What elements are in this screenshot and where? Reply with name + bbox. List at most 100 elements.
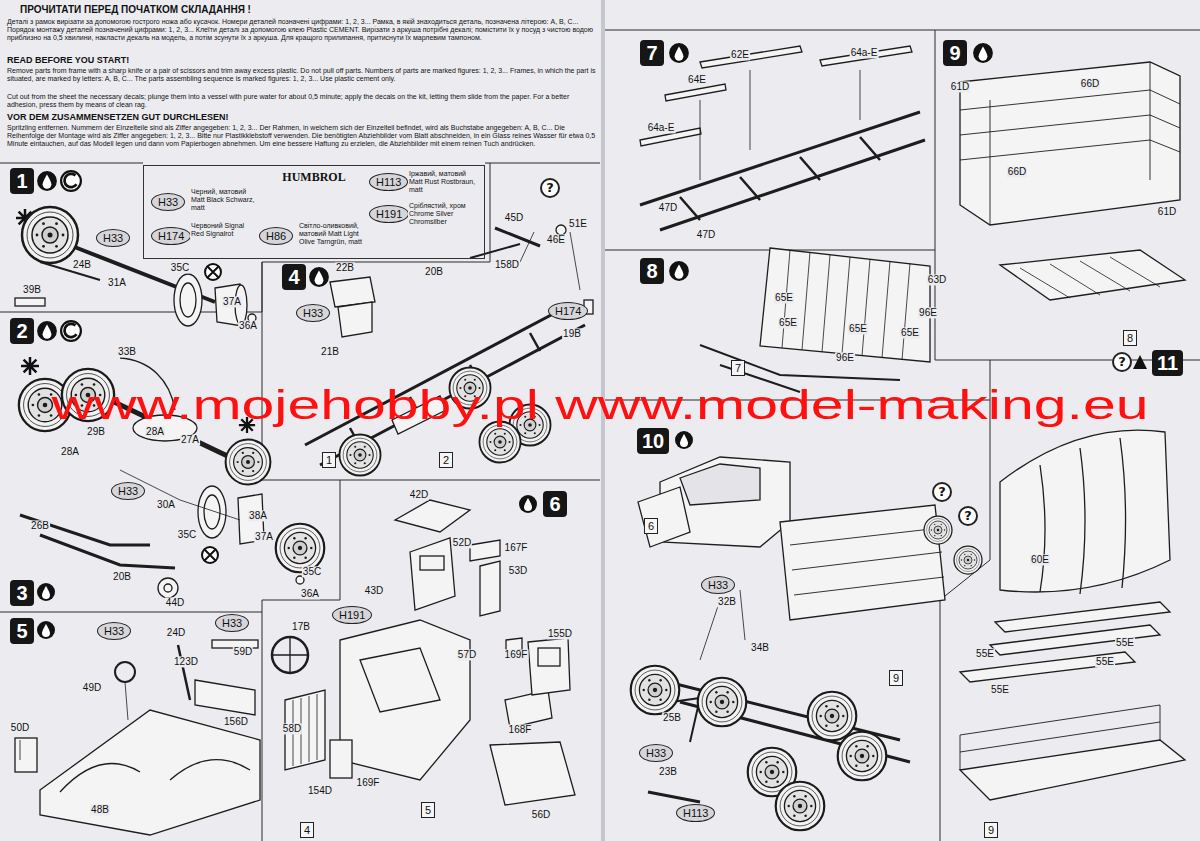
part-number: 19B [562, 328, 582, 339]
node-text: H191 [376, 207, 402, 221]
part-number: 50D [10, 722, 30, 733]
paint-description: Світло-оливковий, матовий Matt Light Oli… [298, 222, 366, 245]
part-drawing [960, 740, 1185, 800]
part-drawing [410, 538, 455, 610]
node-text: 8 [645, 258, 659, 284]
paint-code-oval: H191 [332, 606, 372, 624]
part-number: 47D [658, 202, 678, 213]
step-number: 6 [543, 491, 567, 517]
part-number: 66D [1007, 166, 1027, 177]
node-text: H33 [708, 578, 728, 592]
node-text: 7 [645, 40, 659, 66]
subassembly-ref: 9 [889, 670, 903, 686]
part-drawing [528, 638, 570, 695]
part-number: 30A [156, 499, 176, 510]
step-icon [21, 357, 39, 375]
step-number: 7 [640, 40, 664, 66]
part-drawing [20, 515, 175, 568]
step-icon [61, 171, 81, 191]
part-drawing [960, 62, 1180, 225]
part-drawing [15, 738, 37, 772]
node-text: 9 [948, 40, 962, 66]
step-icon [37, 171, 57, 191]
part-number: 20B [112, 571, 132, 582]
step-icon [1133, 355, 1147, 369]
part-number: 23B [658, 766, 678, 777]
paint-code-oval: H86 [259, 227, 293, 245]
wheel-drawing [276, 524, 325, 573]
part-number: 29B [86, 426, 106, 437]
part-drawing [272, 637, 308, 673]
subassembly-ref: 2 [439, 452, 453, 468]
paint-code-oval: H33 [215, 614, 249, 632]
paint-code-oval: H33 [639, 744, 673, 762]
part-number: 20B [424, 266, 444, 277]
part-drawing [640, 112, 925, 230]
part-drawing [490, 742, 575, 805]
step-icon [519, 495, 537, 513]
part-drawing [470, 244, 520, 258]
subassembly-ref: 7 [731, 360, 745, 376]
part-number: 22B [335, 262, 355, 273]
node-text: H33 [104, 624, 124, 638]
step-icon [973, 43, 993, 63]
part-drawing [470, 540, 500, 561]
panel-border [605, 360, 990, 841]
subassembly-ref: 5 [421, 802, 435, 818]
panel-border [605, 30, 1200, 31]
part-number: 96E [835, 352, 855, 363]
part-number: 96E [918, 307, 938, 318]
part-number: 65E [848, 323, 868, 334]
step-number: 2 [10, 318, 34, 344]
part-drawing [20, 682, 128, 760]
subassembly-ref: 6 [644, 518, 658, 534]
paint-code-oval: H191 [369, 205, 409, 223]
part-number: 33B [117, 346, 137, 357]
node-text: H33 [118, 484, 138, 498]
part-drawing [60, 760, 250, 792]
part-number: 60E [1030, 554, 1050, 565]
node-text: 5 [425, 803, 431, 817]
wheel-drawing [838, 732, 887, 781]
optional-part-mark: ? [932, 482, 952, 502]
part-number: 42D [409, 489, 429, 500]
part-number: 24B [72, 259, 92, 270]
node-text: 9 [893, 671, 899, 685]
part-drawing [990, 625, 1160, 655]
paint-description: Червоний Signal Red Signalrot [190, 222, 252, 238]
part-number: 21B [320, 346, 340, 357]
part-number: 65E [900, 327, 920, 338]
panel-border [0, 163, 143, 164]
node-text: ? [960, 508, 976, 524]
part-drawing [164, 584, 172, 592]
part-drawing [520, 232, 580, 290]
part-number: 66D [1080, 78, 1100, 89]
watermark: www.mojehobby.pl www.model-making.eu [50, 383, 1150, 428]
part-number: 35C [302, 566, 322, 577]
wheel-drawing [698, 678, 747, 727]
part-drawing [195, 680, 255, 715]
part-drawing [538, 648, 560, 666]
part-number: 167F [504, 542, 529, 553]
part-number: 46E [546, 234, 566, 245]
wheel-drawing [339, 434, 380, 475]
part-drawing [340, 620, 470, 780]
step-number: 5 [10, 618, 34, 644]
paint-code-oval: H33 [151, 193, 185, 211]
part-number: 44D [165, 597, 185, 608]
part-number: 59D [233, 646, 253, 657]
part-number: 49D [82, 682, 102, 693]
part-drawing [1040, 438, 1126, 594]
part-number: 56D [531, 809, 551, 820]
part-number: 36A [300, 588, 320, 599]
part-drawing [480, 561, 500, 616]
part-drawing [420, 556, 444, 570]
node-text: 6 [548, 491, 562, 517]
paint-code-oval: H33 [96, 229, 130, 247]
part-drawing [505, 690, 552, 728]
node-text: H113 [683, 806, 708, 820]
wheel-drawing [631, 666, 680, 715]
wheel-drawing [924, 516, 952, 544]
part-drawing [638, 487, 690, 547]
part-number: 36A [238, 320, 258, 331]
